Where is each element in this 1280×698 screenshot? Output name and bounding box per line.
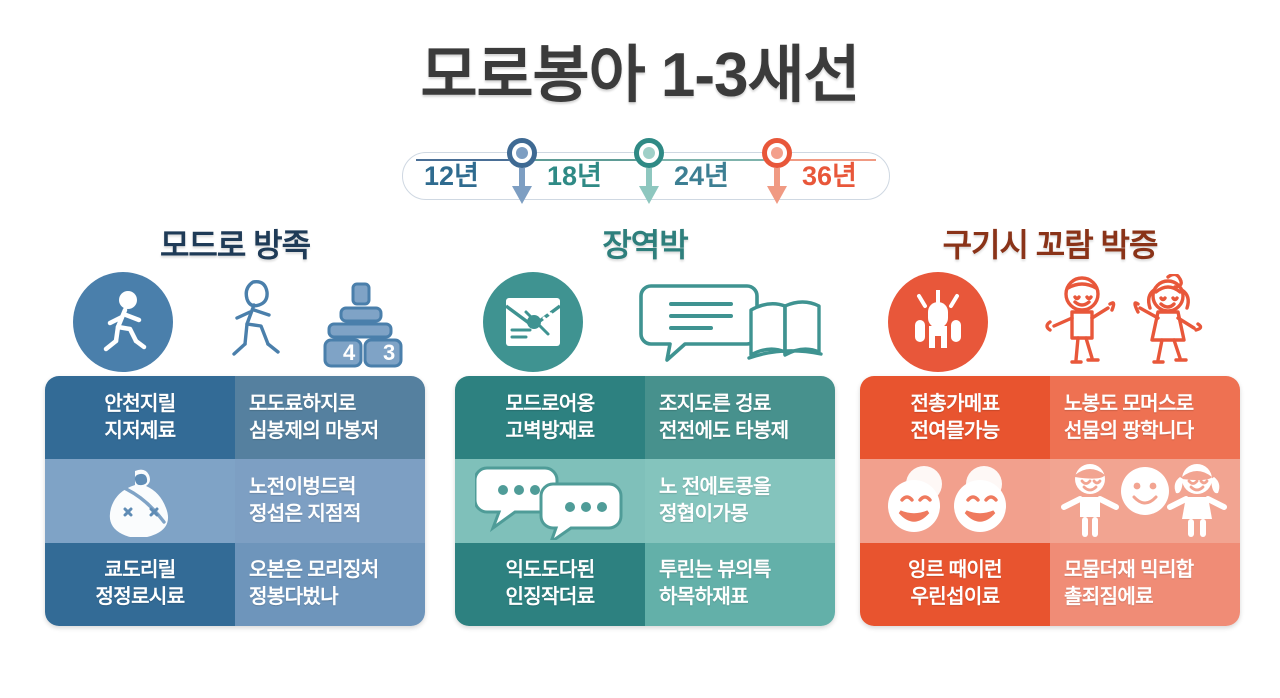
cell-r1c1[interactable]: 모드로어옹 고벽방재료 xyxy=(455,376,645,460)
speech-bubble-book-icon xyxy=(623,274,823,370)
three-children-icon xyxy=(1060,461,1230,541)
marker-ring-icon xyxy=(634,138,664,168)
cell-r2c1[interactable] xyxy=(860,459,1050,543)
cell-r1c2[interactable]: 조지도른 겅료 전전에도 타봉제 xyxy=(645,376,835,460)
cell-text: 노전이벙드럭 정섭은 지점적 xyxy=(249,475,361,525)
cell-r1c2[interactable]: 모도료하지로 심봉제의 마봉저 xyxy=(235,376,425,460)
two-smiling-faces-icon xyxy=(880,462,1030,540)
cell-r2c2[interactable]: 노전이벙드럭 정섭은 지점적 xyxy=(235,459,425,543)
cell-text: 전총가메표 전여믈가능 xyxy=(910,392,1001,442)
cell-text: 노 전에토콩을 정협이가몽 xyxy=(659,475,771,525)
cell-text: 모뭄더재 믹리합 촐죄짐에료 xyxy=(1064,559,1194,609)
column-blue-panel: 안천지릴 지저제료 모도료하지로 심봉제의 마봉저 노전이벙드럭 정섭은 지점적 xyxy=(45,376,425,626)
cell-text: 모도료하지로 심봉제의 마봉저 xyxy=(249,392,379,442)
document-envelope-icon xyxy=(483,272,583,372)
cell-r3c1[interactable]: 잉르 때이런 우린섭이료 xyxy=(860,542,1050,626)
cell-r3c1[interactable]: 익도도다된 인징작더료 xyxy=(455,542,645,626)
column-blue-icons: 4 3 xyxy=(45,268,425,376)
cell-r1c2[interactable]: 노봉도 모머스로 선뭄의 팡학니다 xyxy=(1050,376,1240,460)
cell-text: 익도도다된 인징작더료 xyxy=(505,559,596,609)
column-orange: 구기시 꼬람 박증 xyxy=(860,222,1240,626)
cell-r1c1[interactable]: 전총가메표 전여믈가능 xyxy=(860,376,1050,460)
column-teal-icons xyxy=(455,268,835,376)
timeline-segment-1 xyxy=(416,159,526,161)
cell-text: 조지도른 겅료 전전에도 타봉제 xyxy=(659,392,789,442)
cell-text: 오본은 모리징처 정봉다벘나 xyxy=(249,559,379,609)
marker-dot-icon xyxy=(771,147,783,159)
cell-text: 투린는 뷰의특 하목하재표 xyxy=(659,559,771,609)
page-title: 모로봉아 1-3새선 xyxy=(420,41,860,110)
cell-text: 안천지릴 지저제료 xyxy=(104,392,176,442)
walking-person-icon xyxy=(73,272,173,372)
timeline: 12년 18년 24년 36년 xyxy=(402,138,890,204)
cell-r3c2[interactable]: 오본은 모리징처 정봉다벘나 xyxy=(235,542,425,626)
block-number-4: 4 xyxy=(343,340,356,365)
timeline-label-3: 36년 xyxy=(802,161,857,191)
cell-r2c1[interactable] xyxy=(45,459,235,543)
column-orange-panel: 전총가메표 전여믈가능 노봉도 모머스로 선뭄의 팡학니다 xyxy=(860,376,1240,626)
marker-dot-icon xyxy=(643,147,655,159)
marker-dot-icon xyxy=(516,147,528,159)
marker-ring-icon xyxy=(507,138,537,168)
bib-icon xyxy=(101,465,179,537)
cell-r2c2[interactable] xyxy=(1050,459,1240,543)
cell-r2c1[interactable] xyxy=(455,459,645,543)
cell-text: 노봉도 모머스로 선뭄의 팡학니다 xyxy=(1064,392,1194,442)
column-orange-icons xyxy=(860,268,1240,376)
timeline-label-2: 24년 xyxy=(674,161,729,191)
child-walking-blocks-icon: 4 3 xyxy=(213,274,413,370)
timeline-marker-navy[interactable] xyxy=(507,138,537,168)
cell-text: 쿄도리릴 정정로시료 xyxy=(95,559,186,609)
cell-text: 잉르 때이런 우린섭이료 xyxy=(908,559,1003,609)
column-blue: 모드로 방족 xyxy=(45,222,425,626)
cell-r2c2[interactable]: 노 전에토콩을 정협이가몽 xyxy=(645,459,835,543)
timeline-marker-teal[interactable] xyxy=(634,138,664,168)
column-teal: 장역박 xyxy=(455,222,835,626)
cell-r3c1[interactable]: 쿄도리릴 정정로시료 xyxy=(45,542,235,626)
column-orange-heading: 구기시 꼬람 박증 xyxy=(942,227,1159,263)
column-teal-heading: 장역박 xyxy=(602,227,688,263)
timeline-segment-4 xyxy=(776,159,876,161)
excited-person-icon xyxy=(888,272,988,372)
cell-r1c1[interactable]: 안천지릴 지저제료 xyxy=(45,376,235,460)
timeline-label-0: 12년 xyxy=(424,161,479,191)
timeline-segment-3 xyxy=(650,159,776,161)
timeline-label-1: 18년 xyxy=(547,161,602,191)
block-number-3: 3 xyxy=(383,340,395,365)
two-speech-bubbles-icon xyxy=(475,462,625,540)
cell-text: 모드로어옹 고벽방재료 xyxy=(505,392,596,442)
cell-r3c2[interactable]: 투린는 뷰의특 하목하재표 xyxy=(645,542,835,626)
column-blue-heading: 모드로 방족 xyxy=(159,227,311,263)
marker-ring-icon xyxy=(762,138,792,168)
column-teal-panel: 모드로어옹 고벽방재료 조지도른 겅료 전전에도 타봉제 노 전에 xyxy=(455,376,835,626)
cell-r3c2[interactable]: 모뭄더재 믹리합 촐죄짐에료 xyxy=(1050,542,1240,626)
boy-girl-waving-icon xyxy=(1028,274,1228,370)
timeline-segment-2 xyxy=(526,159,650,161)
timeline-marker-orange[interactable] xyxy=(762,138,792,168)
